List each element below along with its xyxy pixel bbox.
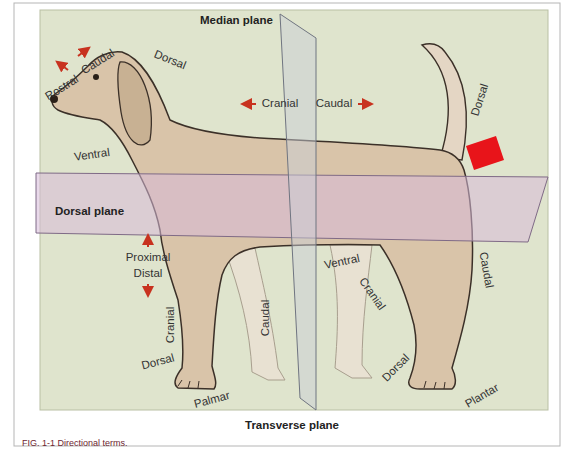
- plane-name: Dorsal plane: [55, 205, 124, 219]
- direction-term: Distal: [134, 267, 163, 280]
- label-anchor: Caudal: [486, 270, 522, 283]
- label-anchor: Dorsal: [396, 368, 429, 381]
- front-paw-toes: [178, 380, 199, 388]
- figure-frame: [14, 3, 560, 446]
- direction-term: Caudal: [316, 97, 352, 110]
- direction-arrow: [358, 103, 368, 105]
- direction-arrow: [60, 64, 68, 70]
- label-anchor: Rostral: [62, 88, 98, 101]
- caption-box: FIG. 1-1 Directional terms.: [22, 432, 128, 450]
- label-anchor: Ventral: [342, 262, 378, 275]
- label-anchor: Cranial: [372, 294, 408, 307]
- direction-term: Cranial: [164, 307, 177, 343]
- plane-label-box: Dorsal plane: [55, 205, 124, 219]
- plane-label-box: Transverse plane: [245, 419, 339, 433]
- label-anchor: Cranial: [280, 104, 316, 117]
- direction-arrow: [78, 50, 86, 56]
- plane-name: Median plane: [200, 14, 273, 28]
- figure-caption: FIG. 1-1 Directional terms.: [22, 438, 128, 448]
- direction-arrow: [246, 103, 256, 105]
- direction-arrow: [147, 284, 149, 292]
- plane-name: Transverse plane: [245, 419, 339, 433]
- dog-ear: [118, 62, 152, 145]
- label-anchor: Cranial: [171, 325, 207, 338]
- label-anchor: Dorsal: [170, 60, 203, 73]
- label-anchor: Dorsal: [158, 362, 191, 375]
- direction-term: Cranial: [262, 97, 298, 110]
- label-anchor: Caudal: [334, 104, 370, 117]
- label-anchor: Dorsal: [480, 100, 513, 113]
- label-anchor: Plantar: [482, 396, 518, 409]
- hind-paw-toes: [424, 381, 445, 389]
- red-marker: [466, 136, 504, 170]
- dog-eye: [93, 74, 99, 80]
- transverse-plane: [280, 14, 316, 410]
- dog-tail: [422, 44, 466, 160]
- direction-term: Proximal: [126, 251, 171, 264]
- plane-label-box: Median plane: [200, 14, 273, 28]
- far-foreleg: [225, 248, 285, 380]
- label-anchor: Ventral: [92, 155, 128, 168]
- label-anchor: Palmar: [212, 400, 248, 413]
- label-anchor: Caudal: [98, 62, 134, 75]
- direction-term: Caudal: [259, 300, 272, 336]
- label-anchor: Caudal: [266, 318, 302, 331]
- direction-arrow: [147, 239, 149, 247]
- label-anchor: Distal: [148, 274, 177, 287]
